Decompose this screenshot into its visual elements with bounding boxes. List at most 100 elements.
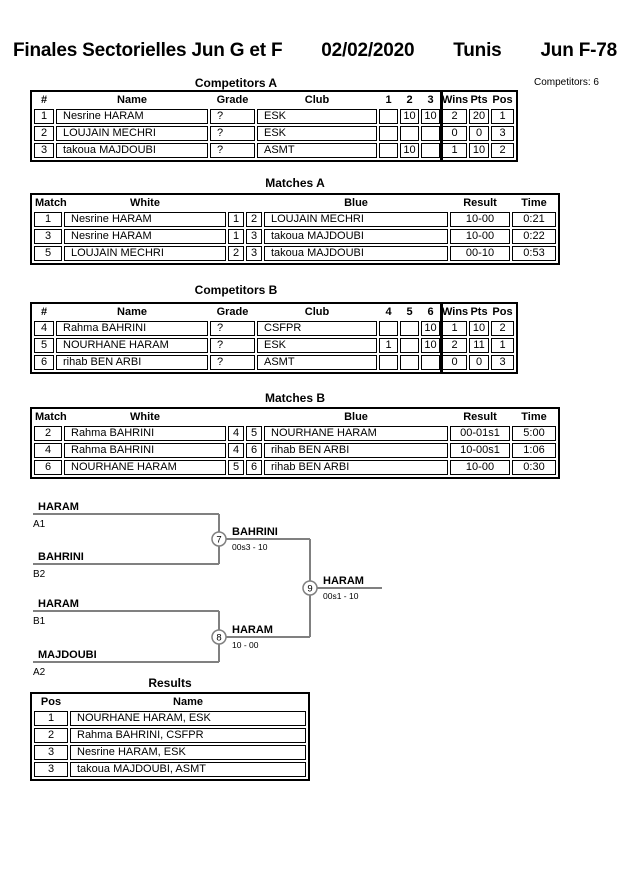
- column-header: Club: [304, 94, 330, 106]
- match-node-number: 8: [216, 633, 221, 644]
- table-cell: 3: [34, 143, 54, 158]
- table-cell: 1: [442, 143, 467, 158]
- wins-divider-line: [440, 302, 443, 374]
- table-cell: 1: [34, 711, 68, 726]
- table-cell: 5: [246, 426, 262, 441]
- table-cell: 4: [228, 426, 244, 441]
- table-cell: [421, 126, 440, 141]
- bracket-winner-name: HARAM: [232, 624, 273, 636]
- table-cell: ESK: [257, 338, 377, 353]
- table-cell: Rahma BAHRINI: [64, 443, 226, 458]
- table-cell: 0: [442, 355, 467, 370]
- table-cell: 1: [228, 229, 244, 244]
- table-cell: ?: [210, 355, 255, 370]
- table-cell: LOUJAIN MECHRI: [264, 212, 448, 227]
- table-cell: 0: [469, 126, 489, 141]
- table-cell: rihab BEN ARBI: [264, 443, 448, 458]
- table-cell: 10: [400, 143, 419, 158]
- column-header: [246, 197, 262, 210]
- table-cell: 2: [491, 143, 514, 158]
- table-cell: 10: [469, 321, 489, 336]
- table-cell: 10-00s1: [450, 443, 510, 458]
- table-cell: [379, 126, 398, 141]
- column-header: [228, 197, 244, 210]
- column-header: 3: [427, 94, 434, 106]
- table-cell: takoua MAJDOUBI, ASMT: [70, 762, 306, 777]
- table-cell: 1: [442, 321, 467, 336]
- table-cell: 6: [34, 355, 54, 370]
- column-header: Blue: [344, 197, 368, 209]
- bracket-entry-name: MAJDOUBI: [38, 649, 97, 661]
- table-cell: NOURHANE HARAM: [56, 338, 208, 353]
- column-header: Pos: [40, 696, 62, 708]
- table-cell: 10: [421, 321, 440, 336]
- table-cell: NOURHANE HARAM: [264, 426, 448, 441]
- table-cell: ESK: [257, 109, 377, 124]
- table-cell: 1: [34, 109, 54, 124]
- column-header: 5: [406, 306, 413, 318]
- column-header: White: [130, 411, 160, 423]
- column-header: Name: [117, 306, 147, 318]
- match-node-circle: [302, 580, 318, 596]
- bracket-seed-label: A2: [33, 667, 46, 678]
- table-cell: 4: [34, 443, 62, 458]
- table-cell: CSFPR: [257, 321, 377, 336]
- table-cell: 11: [469, 338, 489, 353]
- column-header: White: [130, 197, 160, 209]
- column-header: #: [40, 94, 48, 106]
- column-header: [246, 411, 262, 424]
- match-node-circle: [211, 629, 227, 645]
- column-header: Pos: [492, 306, 513, 318]
- competitors-a-heading: Competitors A: [194, 76, 278, 90]
- column-header: Result: [463, 411, 497, 423]
- table-cell: LOUJAIN MECHRI: [56, 126, 208, 141]
- bracket-seed-label: A1: [33, 519, 46, 530]
- table-cell: [400, 338, 419, 353]
- table-cell: 5: [34, 246, 62, 261]
- column-header: Pos: [492, 94, 513, 106]
- table-cell: [379, 355, 398, 370]
- bracket-score: 00s3 - 10: [232, 542, 268, 552]
- table-cell: 10-00: [450, 212, 510, 227]
- bracket-winner-name: HARAM: [323, 575, 364, 587]
- competitors-b-heading: Competitors B: [194, 283, 278, 297]
- table-cell: NOURHANE HARAM: [64, 460, 226, 475]
- table-cell: ASMT: [257, 143, 377, 158]
- table-cell: Nesrine HARAM, ESK: [70, 745, 306, 760]
- table-cell: Nesrine HARAM: [64, 212, 226, 227]
- table-cell: 4: [34, 321, 54, 336]
- table-cell: ?: [210, 109, 255, 124]
- table-cell: 0: [469, 355, 489, 370]
- table-cell: takoua MAJDOUBI: [264, 229, 448, 244]
- column-header: Time: [521, 411, 547, 423]
- table-cell: 2: [442, 338, 467, 353]
- column-header: 2: [406, 94, 413, 106]
- table-cell: 2: [442, 109, 467, 124]
- table-cell: ?: [210, 321, 255, 336]
- table-cell: 00-10: [450, 246, 510, 261]
- event-date: 02/02/2020: [321, 40, 415, 61]
- column-header: 6: [427, 306, 434, 318]
- column-header: Result: [463, 197, 497, 209]
- matches-b-heading: Matches B: [264, 391, 326, 405]
- table-cell: 5:00: [512, 426, 556, 441]
- table-cell: 10: [469, 143, 489, 158]
- column-header: Grade: [216, 306, 249, 318]
